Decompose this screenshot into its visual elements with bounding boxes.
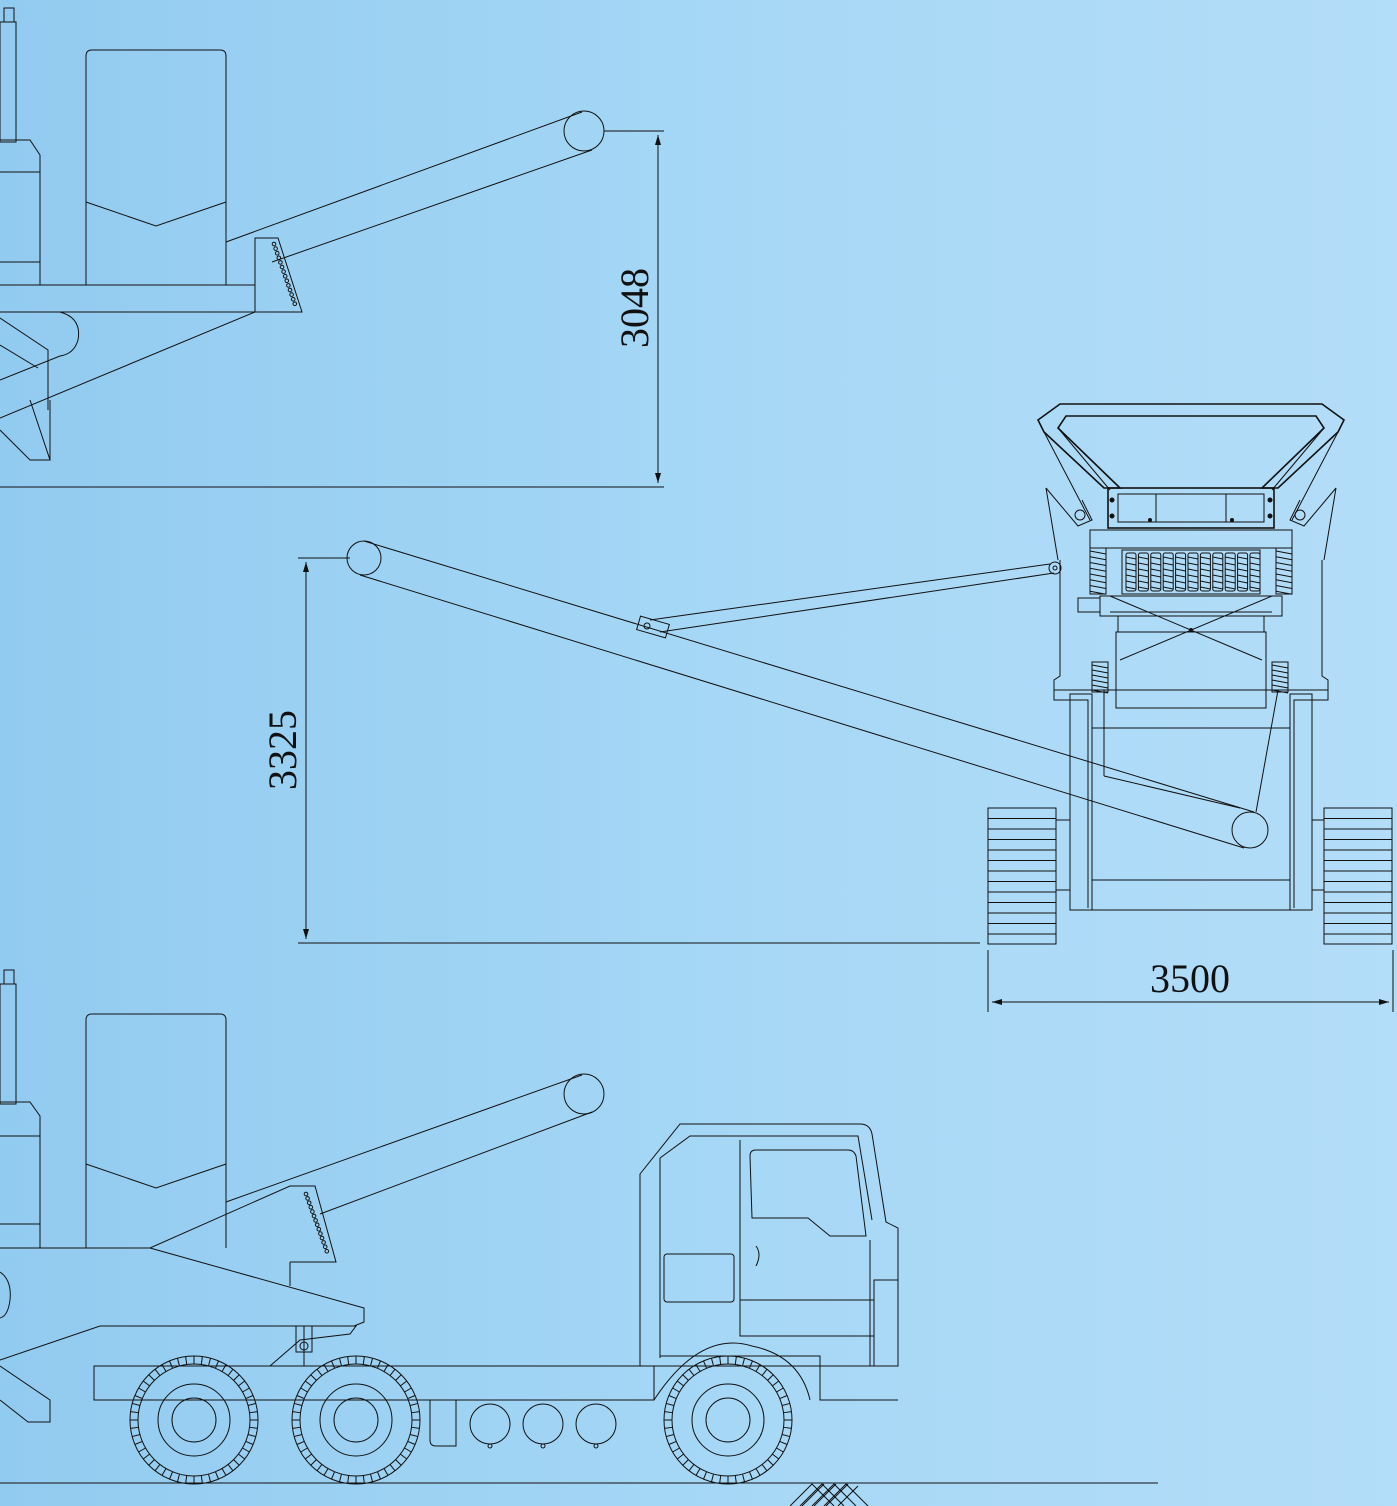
dimension-label-3048: 3048 [612, 268, 657, 348]
side-view-top [0, 7, 664, 488]
side-view-truck [0, 969, 1158, 1506]
dimension-label-3325: 3325 [260, 710, 305, 790]
springs-upper [1089, 547, 1293, 595]
screen-mesh [1125, 552, 1261, 592]
track-left [987, 807, 1057, 945]
bracket-holes-top [271, 241, 298, 307]
wheel-rear-2 [291, 1355, 421, 1485]
wheel-rear-1 [129, 1355, 259, 1485]
front-view [298, 403, 1393, 945]
dimension-3500: 3500 [987, 950, 1394, 1012]
track-right [1323, 807, 1393, 945]
dimension-3325: 3325 [260, 562, 309, 939]
bracket-holes-bottom [303, 1191, 330, 1254]
springs-lower [1091, 661, 1289, 694]
wheel-front [663, 1355, 793, 1485]
dimension-3048: 3048 [612, 135, 661, 483]
screen-bolts [1109, 497, 1273, 522]
dimension-label-3500: 3500 [1150, 956, 1230, 1001]
